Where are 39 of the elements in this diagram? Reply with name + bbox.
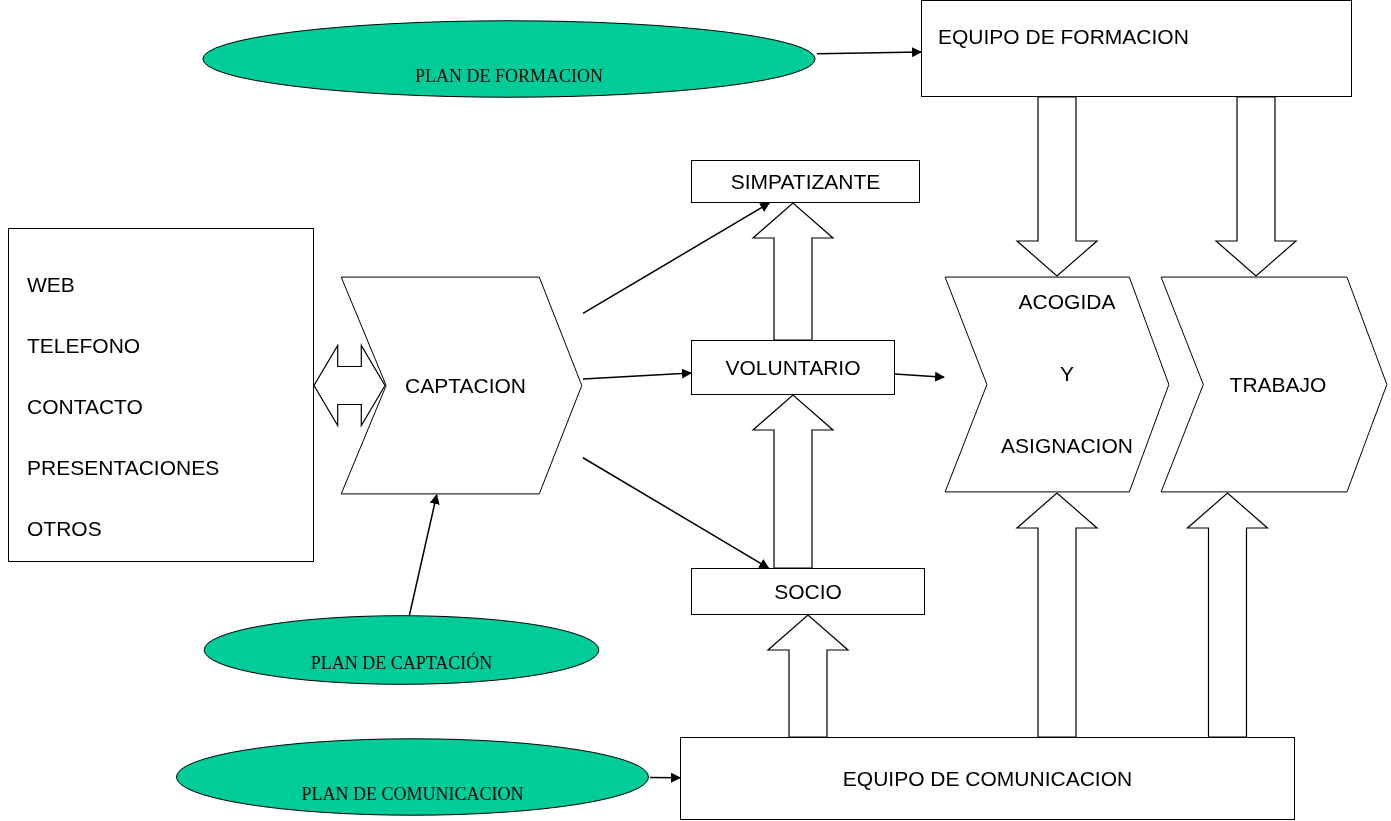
arrow <box>582 457 770 569</box>
source-item: TELEFONO <box>27 333 142 359</box>
process-label: ASIGNACION <box>1001 432 1133 459</box>
plan-label: PLAN DE CAPTACIÓN <box>310 651 493 675</box>
process-box <box>691 340 895 395</box>
arrow <box>582 202 771 315</box>
box-label: SOCIO <box>774 578 842 605</box>
block-arrow <box>766 614 850 738</box>
process-label: CAPTACION <box>405 372 526 399</box>
process-label: TRABAJO <box>1229 371 1327 398</box>
box-label: VOLUNTARIO <box>725 354 861 381</box>
plan-label: PLAN DE FORMACION <box>415 65 603 88</box>
arrow <box>582 368 692 380</box>
process-label: Y <box>1060 360 1074 387</box>
block-arrow <box>1214 96 1298 277</box>
process-box <box>691 160 920 203</box>
block-arrow <box>1185 492 1270 738</box>
arrow <box>816 47 922 58</box>
arrow <box>894 371 945 382</box>
source-item: WEB <box>27 272 76 298</box>
block-arrow <box>1015 96 1099 277</box>
source-item: OTROS <box>27 516 103 542</box>
process-box <box>921 0 1352 97</box>
arrow <box>649 772 681 783</box>
process-label: ACOGIDA <box>1018 289 1116 315</box>
block-arrow <box>751 394 835 569</box>
block-arrow <box>313 343 386 428</box>
block-arrow <box>751 202 835 341</box>
box-label: SIMPATIZANTE <box>730 168 881 195</box>
source-item: CONTACTO <box>27 394 144 420</box>
box-label: EQUIPO DE COMUNICACION <box>842 765 1133 792</box>
source-item: PRESENTACIONES <box>27 455 221 481</box>
plan-label: PLAN DE COMUNICACION <box>301 783 524 806</box>
box-label: EQUIPO DE FORMACION <box>938 25 1189 48</box>
process-box <box>691 568 925 615</box>
process-box <box>680 737 1295 820</box>
process-box <box>8 228 314 562</box>
arrow <box>408 494 440 616</box>
block-arrow <box>1015 492 1099 738</box>
